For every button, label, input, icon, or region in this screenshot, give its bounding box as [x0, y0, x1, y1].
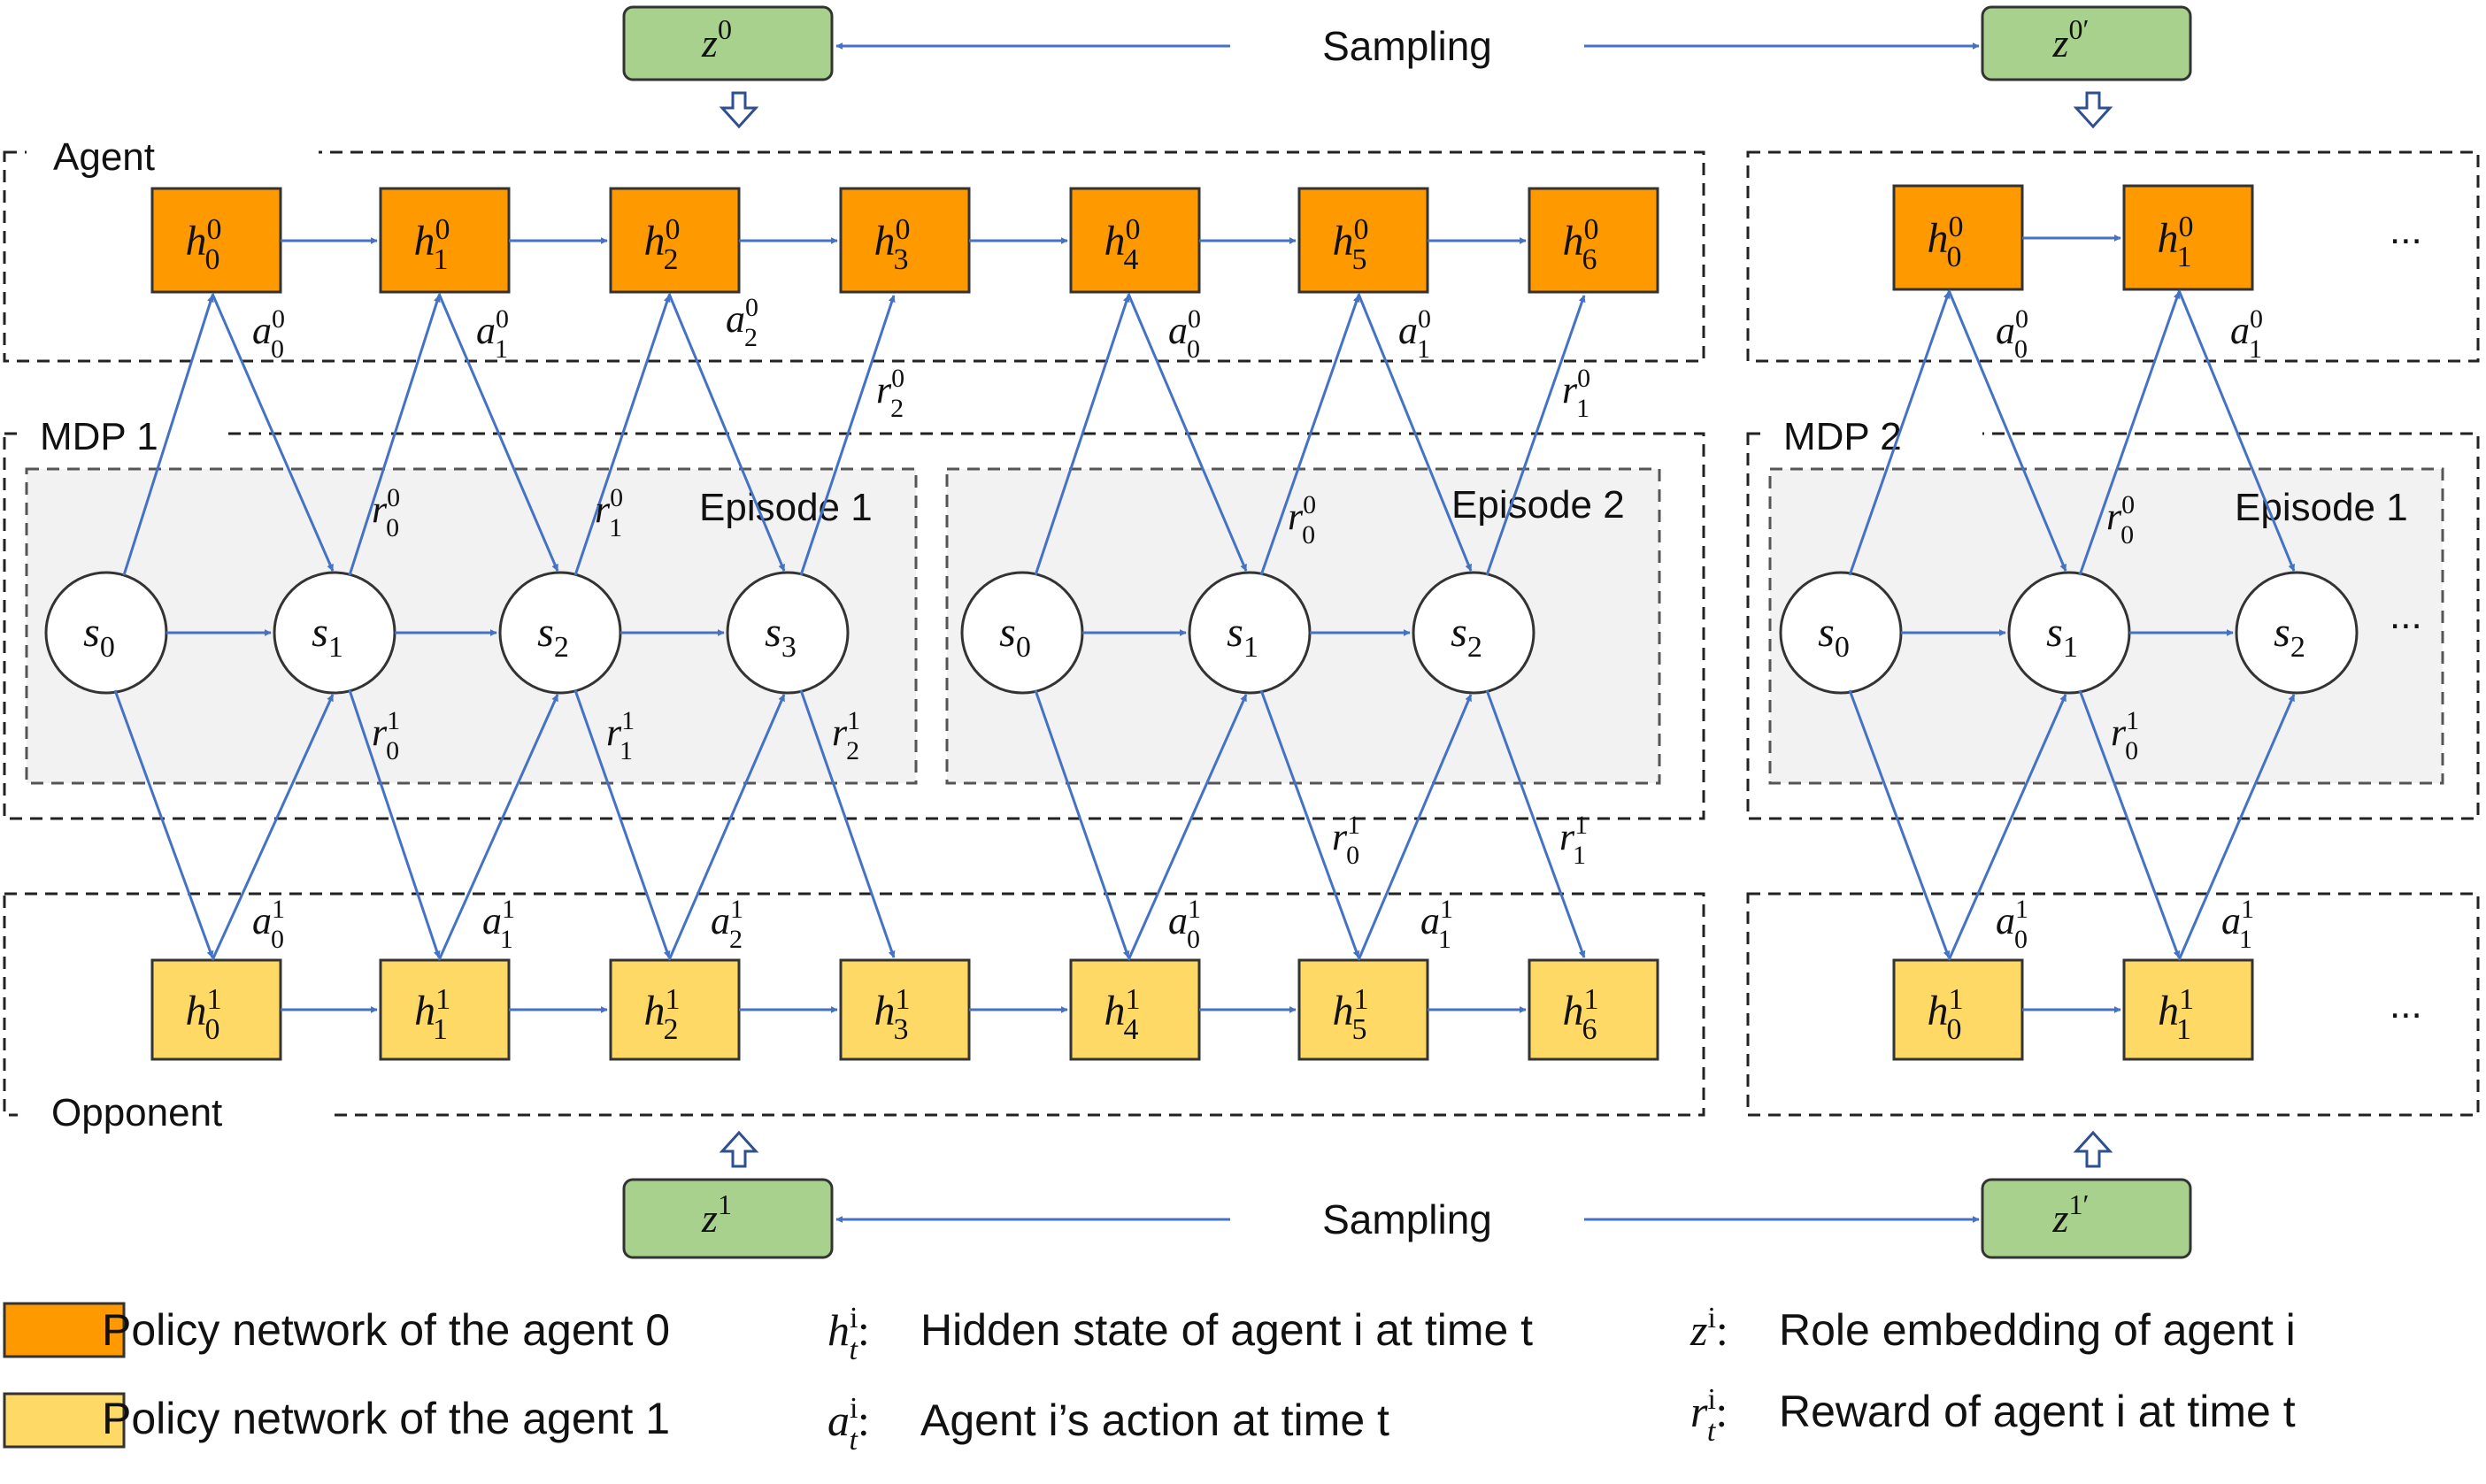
legend-role-symbol: zi:: [1689, 1302, 1728, 1355]
agent-hidden-h4: [1069, 187, 1201, 294]
mdp1-region-label: MDP 1: [40, 415, 158, 458]
opponent-hidden-h2: [609, 958, 741, 1061]
embedding-z0-prime-box: [1981, 5, 2192, 81]
legend-role-text: Role embedding of agent i: [1779, 1305, 2296, 1355]
mdp1-region: [3, 432, 1705, 820]
legend-hidden-text: Hidden state of agent i at time t: [920, 1305, 1533, 1355]
embedding-z0-label: z0: [701, 13, 732, 65]
hollow-arrow-z1-prime-up: [2073, 1130, 2113, 1168]
agent-hidden-mdp2-h1: [2122, 184, 2254, 291]
opponent-hidden-row: [150, 958, 2254, 1061]
agent-hidden-mdp2-h0: [1892, 184, 2024, 291]
mdp2-region-label: MDP 2: [1783, 415, 1902, 458]
legend-reward-text: Reward of agent i at time t: [1779, 1387, 2296, 1436]
legend-action-text: Agent i’s action at time t: [920, 1396, 1389, 1445]
agent-region-right: [1746, 150, 2480, 363]
mdp1-ep2-state-s0-label: s0: [999, 609, 1031, 664]
opponent-region-right: [1746, 892, 2480, 1117]
opponent-hidden-h3: [839, 958, 971, 1061]
opponent-row-ellipsis: ...: [2390, 983, 2422, 1026]
legend: Policy network of the agent 0 Policy net…: [3, 1302, 2296, 1457]
embedding-z1-prime-box: [1981, 1178, 2192, 1259]
episode1-label: Episode 1: [699, 486, 873, 529]
opponent-hidden-mdp2-h0: [1892, 958, 2024, 1061]
mdp1-ep1-state-s3-label: s3: [765, 609, 797, 664]
agent-hidden-h5: [1297, 187, 1429, 294]
embedding-z0-box: [622, 5, 834, 81]
agent-region-left: [3, 150, 1705, 363]
agent-hidden-row: [150, 184, 2254, 294]
state-row-ellipsis: ...: [2390, 594, 2422, 637]
agent-row-ellipsis: ...: [2390, 209, 2422, 252]
agent-recurrence-arrows: [281, 235, 2121, 244]
embedding-z1-box: [622, 1178, 834, 1259]
opponent-hidden-h4: [1069, 958, 1201, 1061]
mdp2-region: [1746, 432, 2480, 820]
opponent-hidden-mdp2-h1: [2122, 958, 2254, 1061]
opponent-region-label: Opponent: [51, 1091, 222, 1134]
agent-hidden-h1: [379, 187, 511, 294]
legend-agent0-swatch: [3, 1302, 126, 1358]
legend-agent1-text: Policy network of the agent 1: [102, 1394, 670, 1443]
agent-state-flow-arrows: [122, 289, 2296, 576]
legend-agent1-swatch: [3, 1392, 126, 1449]
hollow-arrow-z0-prime-down: [2073, 91, 2113, 129]
mdp1-ep2-state-s2: [1412, 571, 1535, 695]
opponent-hidden-h6: [1528, 958, 1659, 1061]
mdp1-ep1-state-s2-label: s2: [537, 609, 569, 664]
sampling-label-top: Sampling: [1322, 23, 1492, 69]
agent-hidden-h0: [150, 187, 282, 294]
hollow-arrow-z0-down: [719, 91, 759, 129]
mdp1-ep1-state-s3: [726, 571, 850, 695]
mdp2-episode1-label: Episode 1: [2235, 486, 2408, 529]
mdp2-ep1-state-s2: [2235, 571, 2359, 695]
opponent-hidden-h1: [379, 958, 511, 1061]
opponent-hidden-h5: [1297, 958, 1429, 1061]
mdp2-ep1-state-s0-label: s0: [1818, 609, 1850, 664]
agent-region-label: Agent: [53, 135, 155, 179]
agent-hidden-h6: [1528, 187, 1659, 294]
agent-hidden-h2: [609, 187, 741, 294]
legend-agent0-text: Policy network of the agent 0: [102, 1305, 670, 1355]
hollow-arrow-z1-up: [719, 1130, 759, 1168]
episode2-label: Episode 2: [1451, 483, 1625, 527]
sampling-label-bottom: Sampling: [1322, 1196, 1492, 1242]
opponent-state-flow-arrows: [113, 689, 2296, 961]
opponent-region-left: [3, 892, 1705, 1117]
